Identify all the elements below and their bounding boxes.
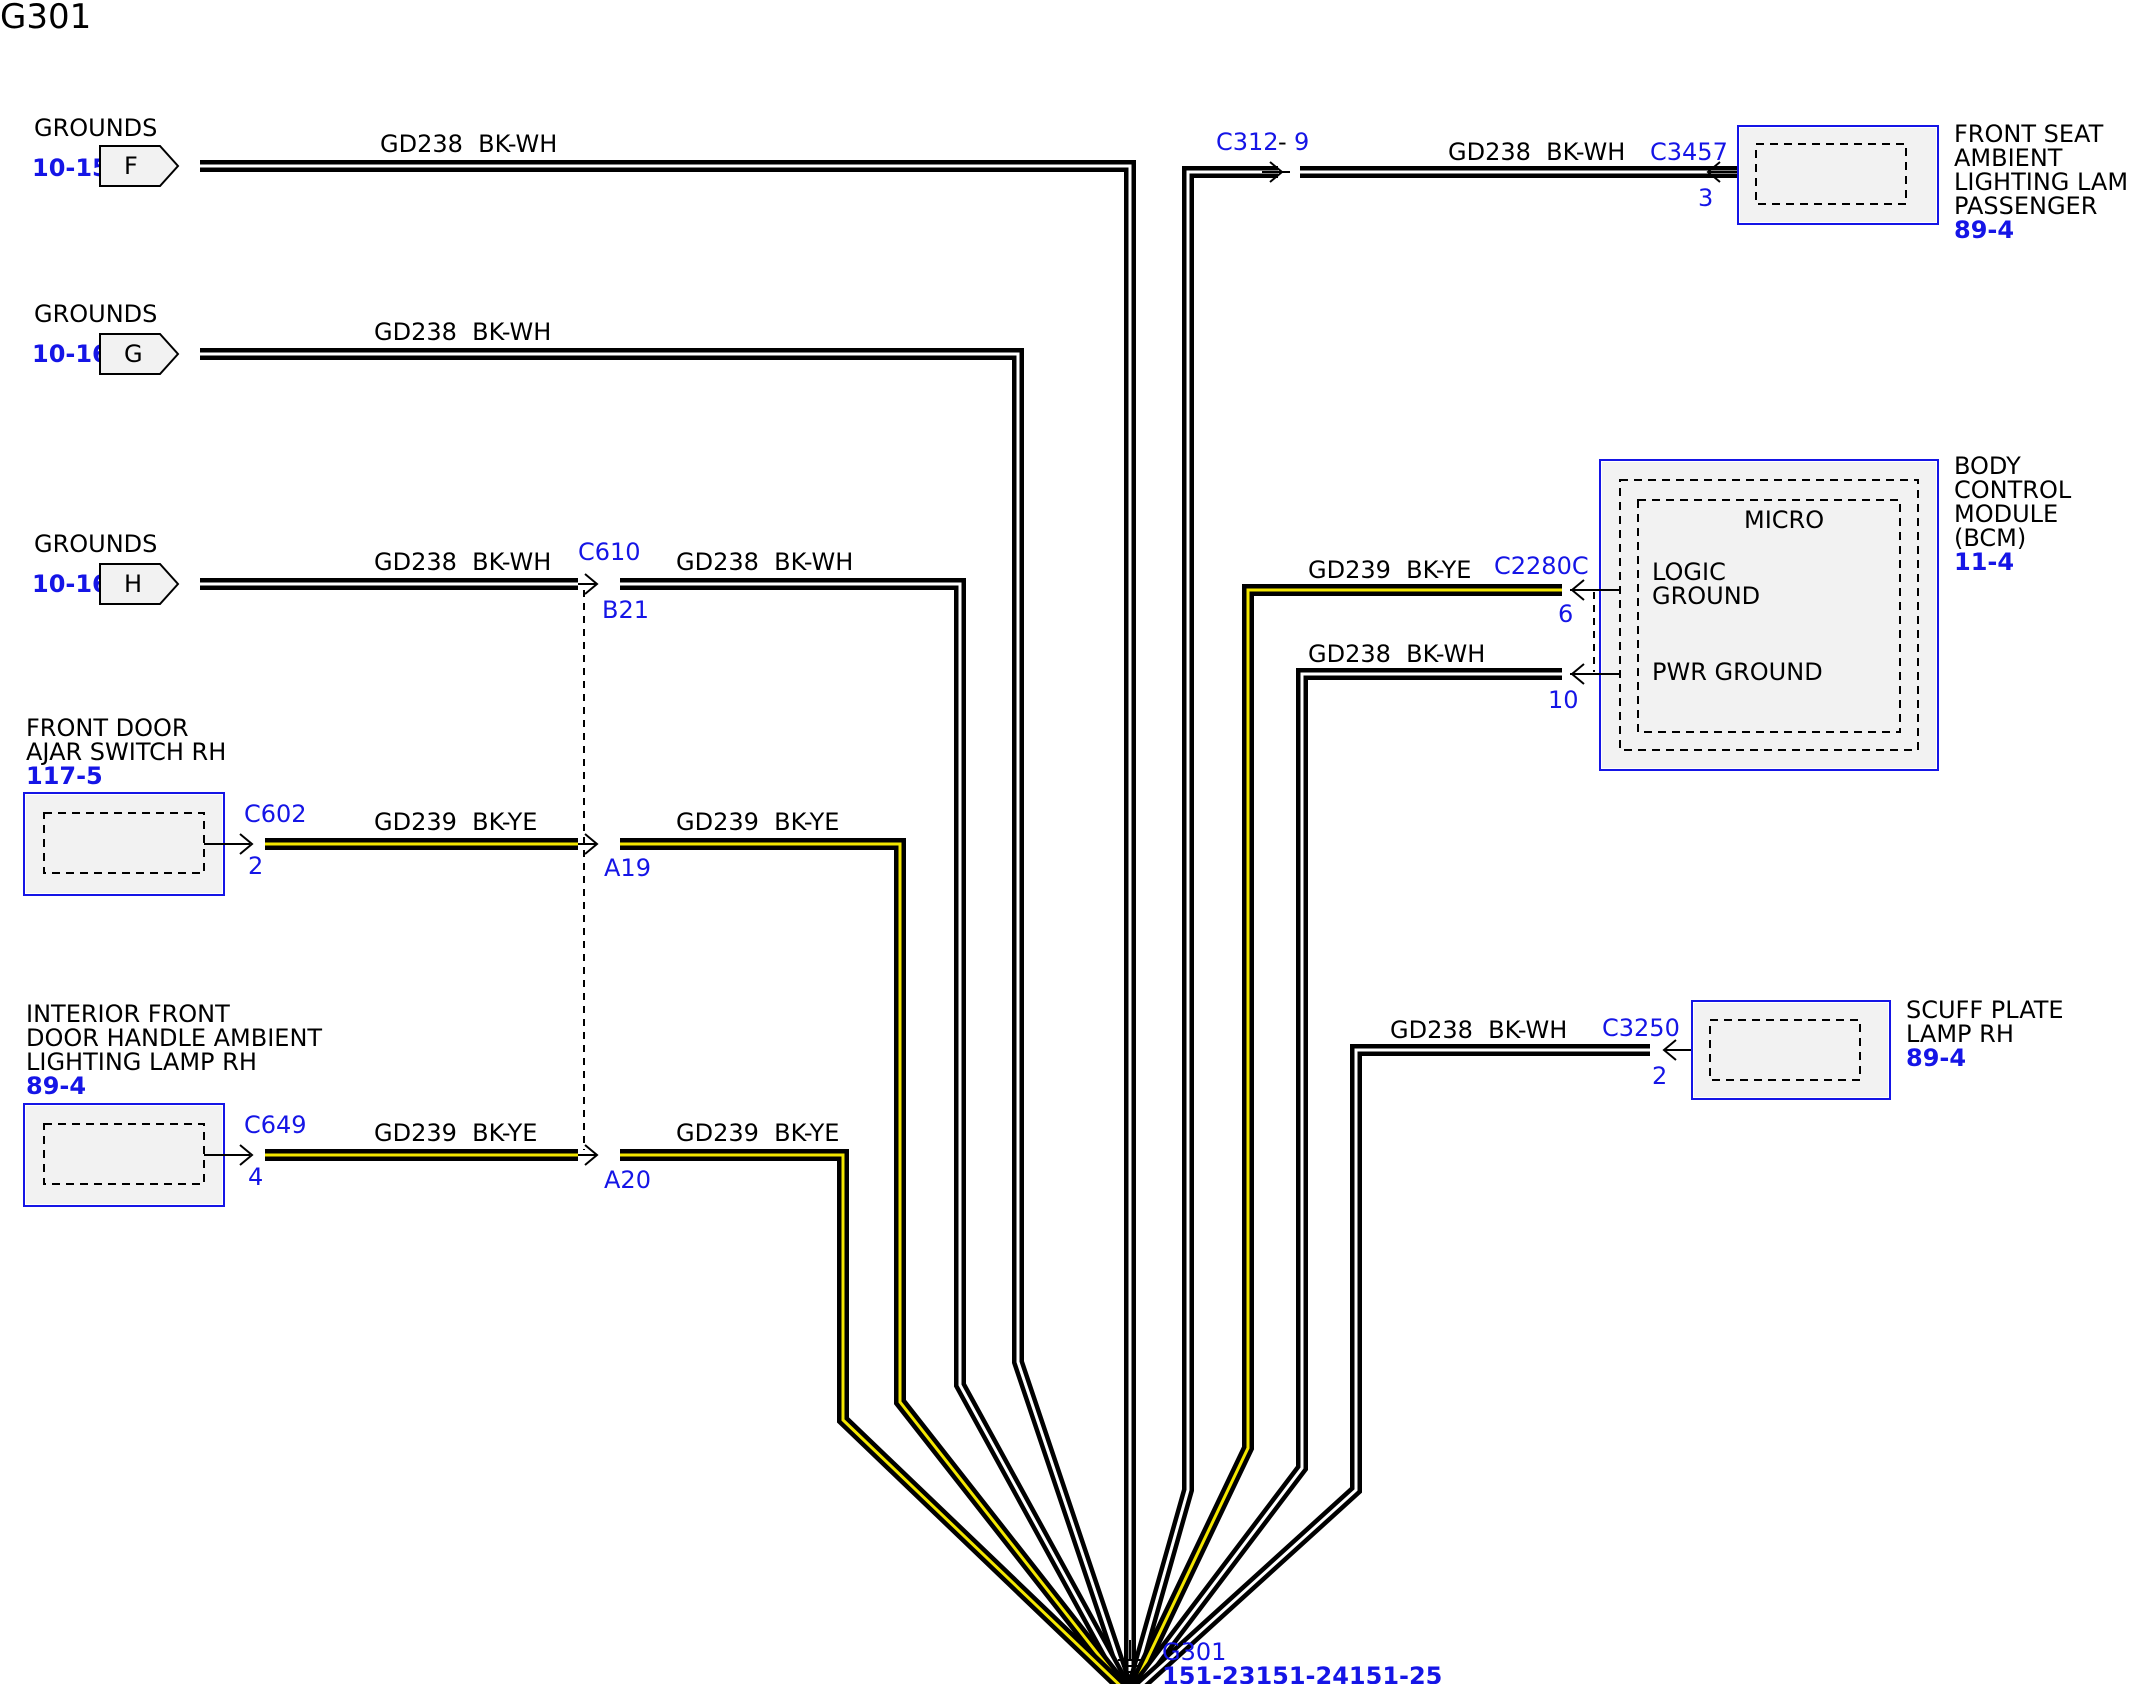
c649-pin: 4 [248, 1163, 263, 1191]
ground-h-letter: H [124, 570, 142, 598]
scuff-name-line2: LAMP RH [1906, 1020, 2014, 1048]
c610-pin-b21: B21 [602, 596, 649, 624]
wire-ground-g [200, 348, 1133, 1684]
c3250-pin: 2 [1652, 1062, 1667, 1090]
c602-chevron-icon [239, 833, 254, 855]
front-seat-name-line1: FRONT SEAT [1954, 120, 2104, 148]
c649-label[interactable]: C649 [244, 1111, 307, 1139]
wire-group [200, 160, 1740, 1684]
c2280c-pin-6: 6 [1558, 600, 1573, 628]
front-seat-name-line3: LIGHTING LAMP, [1954, 168, 2130, 196]
c602-pin: 2 [248, 852, 263, 880]
wire-door-ajar [265, 838, 1129, 1684]
front-door-ajar-switch[interactable] [23, 792, 225, 896]
door-handle-wire-label-2: GD239 BK-YE [676, 1119, 839, 1147]
door-ajar-name-line2: AJAR SWITCH RH [26, 738, 226, 766]
bcm-logic-label-2: GROUND [1652, 582, 1760, 610]
door-handle-ambient-lamp[interactable] [23, 1103, 225, 1207]
c2280c-pin-10: 10 [1548, 686, 1579, 714]
ground-g-label: GROUNDS [34, 300, 157, 328]
ground-h-wire-label: GD238 BK-WH [374, 548, 551, 576]
door-handle-lamp-name-line1: INTERIOR FRONT [26, 1000, 230, 1028]
bcm-name-line2: CONTROL [1954, 476, 2072, 504]
bcm-pwr-label: PWR GROUND [1652, 658, 1823, 686]
ground-g-connector-icon [99, 333, 180, 375]
c312-pin: 9 [1294, 128, 1309, 156]
c610-label[interactable]: C610 [578, 538, 641, 566]
wire-bcm-pwr-ground [1130, 668, 1562, 1684]
door-handle-wire-label: GD239 BK-YE [374, 1119, 537, 1147]
bcm-logic-label-1: LOGIC [1652, 558, 1726, 586]
ground-h-connector-icon [99, 563, 180, 605]
bcm-ref[interactable]: 11-4 [1954, 548, 2014, 576]
door-handle-lamp-ref[interactable]: 89-4 [26, 1072, 86, 1100]
bcm-pwr-wire-label: GD238 BK-WH [1308, 640, 1485, 668]
wire-scuff-plate [1133, 1044, 1650, 1684]
c2280c-pin6-chevron-icon [1570, 579, 1585, 601]
door-handle-lamp-name-line3: LIGHTING LAMP RH [26, 1048, 257, 1076]
ground-g-letter: G [124, 340, 143, 368]
c3250-label[interactable]: C3250 [1602, 1014, 1680, 1042]
door-ajar-name-line1: FRONT DOOR [26, 714, 189, 742]
bcm-logic-wire-label: GD239 BK-YE [1308, 556, 1471, 584]
c2280c-pin10-chevron-icon [1570, 663, 1585, 685]
scuff-name-line1: SCUFF PLATE [1906, 996, 2064, 1024]
door-ajar-wire-label-2: GD239 BK-YE [676, 808, 839, 836]
scuff-plate-lamp[interactable] [1691, 1000, 1891, 1100]
c602-label[interactable]: C602 [244, 800, 307, 828]
c3457-label[interactable]: C3457 [1650, 138, 1728, 166]
front-seat-wire-label: GD238 BK-WH [1448, 138, 1625, 166]
ground-point-ref: 151-23151-24151-25 [1162, 1662, 1442, 1684]
c3457-pin: 3 [1698, 184, 1713, 212]
front-seat-ambient-lamp[interactable] [1737, 125, 1939, 225]
c610-pin-a20: A20 [604, 1166, 651, 1194]
c610-pin-a19: A19 [604, 854, 651, 882]
wire-ground-h [200, 578, 1131, 1684]
bcm-name-line4: (BCM) [1954, 524, 2026, 552]
door-ajar-wire-label: GD239 BK-YE [374, 808, 537, 836]
ground-f-label: GROUNDS [34, 114, 157, 142]
scuff-ref[interactable]: 89-4 [1906, 1044, 1966, 1072]
bcm-name-line1: BODY [1954, 452, 2021, 480]
body-control-module[interactable] [1599, 459, 1939, 771]
wire-front-seat-lamp [1126, 166, 1740, 1684]
c312-label[interactable]: C312 [1216, 128, 1279, 156]
ground-h-ref[interactable]: 10-16 [32, 570, 109, 598]
ground-h-wire-label-2: GD238 BK-WH [676, 548, 853, 576]
c649-chevron-icon [239, 1144, 254, 1166]
c610-connector [578, 573, 599, 1166]
ground-point-name: G301 [1162, 1638, 1226, 1666]
ground-f-wire-label: GD238 BK-WH [380, 130, 557, 158]
door-ajar-ref[interactable]: 117-5 [26, 762, 103, 790]
ground-f-connector-icon [99, 145, 180, 187]
ground-g-wire-label: GD238 BK-WH [374, 318, 551, 346]
ground-h-label: GROUNDS [34, 530, 157, 558]
bcm-micro-label: MICRO [1744, 506, 1824, 534]
door-handle-lamp-name-line2: DOOR HANDLE AMBIENT [26, 1024, 322, 1052]
diagram-title: G301 [0, 0, 91, 37]
scuff-wire-label: GD238 BK-WH [1390, 1016, 1567, 1044]
ground-g-ref[interactable]: 10-16 [32, 340, 109, 368]
wire-ground-f [200, 160, 1136, 1684]
c2280c-label[interactable]: C2280C [1494, 552, 1589, 580]
ground-f-ref[interactable]: 10-15 [32, 154, 109, 182]
wire-bcm-logic-ground [1128, 584, 1562, 1684]
front-seat-ref[interactable]: 89-4 [1954, 216, 2014, 244]
c312-separator: - [1278, 128, 1287, 156]
ground-symbol-icon [1118, 1640, 1142, 1673]
front-seat-name-line2: AMBIENT [1954, 144, 2063, 172]
bcm-name-line3: MODULE [1954, 500, 2058, 528]
front-seat-name-line4: PASSENGER [1954, 192, 2097, 220]
ground-f-letter: F [124, 152, 138, 180]
wire-door-handle-lamp [265, 1149, 1128, 1684]
